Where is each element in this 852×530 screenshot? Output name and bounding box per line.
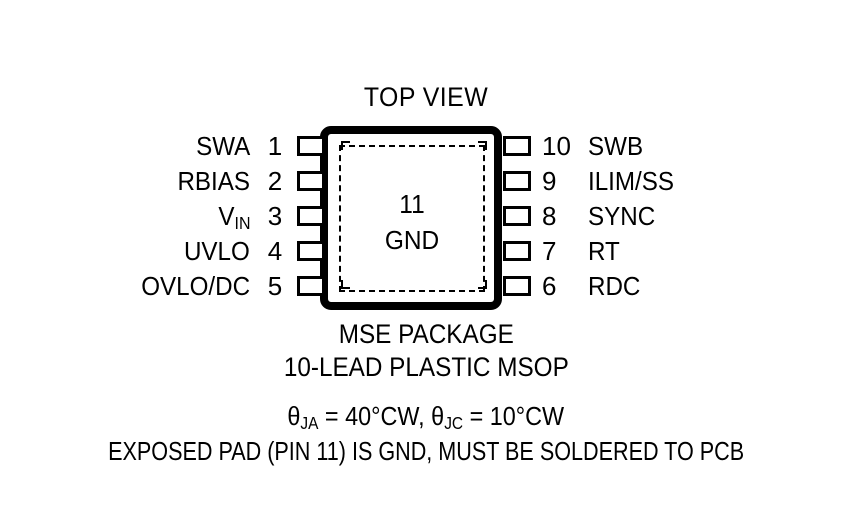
pin-label-row-2: RBIAS 2 [40, 168, 290, 194]
lead-pin-10 [503, 136, 531, 156]
pin-number-8: 8 [542, 201, 557, 231]
lead-pin-5 [297, 276, 325, 296]
pin-name-1: SWA [195, 131, 250, 161]
lead-pin-7 [503, 241, 531, 261]
theta-ja-value: = 40°CW, [318, 401, 432, 431]
exposed-pad-label: 11 GND [339, 186, 485, 258]
package-assembly: 11 GND SWA 1 RBIAS 2 VIN 3 UVLO 4 OVLO/DC 5 [0, 120, 852, 315]
lead-pin-9 [503, 171, 531, 191]
pin-name-3-base: V [217, 201, 235, 231]
pin-number-3: 3 [267, 201, 283, 231]
theta-jc-symbol: θ [431, 401, 445, 431]
pin-number-10: 10 [542, 131, 571, 161]
package-name-caption: MSE PACKAGE [0, 320, 852, 349]
pin-label-row-3: VIN 3 [40, 203, 290, 236]
pin-number-2: 2 [267, 166, 283, 196]
pin-name-10: SWB [588, 131, 644, 161]
theta-ja-subscript: JA [300, 412, 319, 433]
pin-label-row-7: 7 RT [536, 238, 836, 264]
pin-name-7: RT [588, 236, 620, 266]
exposed-pad-outline [339, 145, 485, 292]
pad-corner-mark-bottom-left [341, 280, 350, 289]
pin-name-3-subscript: IN [234, 212, 250, 233]
pin-name-5: OVLO/DC [141, 271, 250, 301]
lead-pin-8 [503, 206, 531, 226]
pin-name-4: UVLO [184, 236, 250, 266]
lead-pin-1 [297, 136, 325, 156]
pin-name-9: ILIM/SS [588, 166, 675, 196]
top-view-label: TOP VIEW [363, 82, 489, 112]
thermal-resistance-caption: θJA = 40°CW, θJC = 10°CW [0, 402, 852, 437]
exposed-pad-number: 11 [399, 189, 425, 219]
pad-corner-mark-top-left [341, 141, 350, 150]
pin-number-6: 6 [542, 271, 557, 301]
pin-label-row-5: OVLO/DC 5 [40, 273, 290, 299]
pin-label-row-9: 9 ILIM/SS [536, 168, 836, 194]
theta-jc-subscript: JC [444, 412, 464, 433]
pin-label-row-4: UVLO 4 [40, 238, 290, 264]
lead-pin-4 [297, 241, 325, 261]
pin-number-5: 5 [267, 271, 283, 301]
pad-corner-mark-bottom-right [478, 280, 487, 289]
thermal-resistance-text: θJA = 40°CW, θJC = 10°CW [288, 402, 565, 437]
lead-pin-2 [297, 171, 325, 191]
pin-name-6: RDC [588, 271, 641, 301]
exposed-pad-name: GND [384, 225, 440, 255]
pin-number-9: 9 [542, 166, 557, 196]
lead-pin-6 [503, 276, 531, 296]
pin-name-2: RBIAS [177, 166, 250, 196]
lead-type-caption: 10-LEAD PLASTIC MSOP [0, 353, 852, 382]
pin-label-row-8: 8 SYNC [536, 203, 836, 229]
lead-pin-3 [297, 206, 325, 226]
pin-number-1: 1 [267, 131, 283, 161]
pad-corner-mark-top-right [478, 141, 487, 150]
exposed-pad-note-caption: EXPOSED PAD (PIN 11) IS GND, MUST BE SOL… [0, 437, 852, 465]
pin-name-3: VIN [218, 203, 250, 236]
pin-name-8: SYNC [588, 201, 656, 231]
pin-label-row-6: 6 RDC [536, 273, 836, 299]
package-name-text: MSE PACKAGE [338, 319, 514, 349]
exposed-pad-note-text: EXPOSED PAD (PIN 11) IS GND, MUST BE SOL… [108, 436, 744, 466]
pin-label-row-1: SWA 1 [40, 133, 290, 159]
pin-number-4: 4 [267, 236, 283, 266]
theta-ja-symbol: θ [287, 401, 301, 431]
theta-jc-value: = 10°CW [463, 401, 565, 431]
pin-number-7: 7 [542, 236, 557, 266]
pin-label-row-10: 10 SWB [536, 133, 836, 159]
lead-type-text: 10-LEAD PLASTIC MSOP [283, 352, 569, 382]
